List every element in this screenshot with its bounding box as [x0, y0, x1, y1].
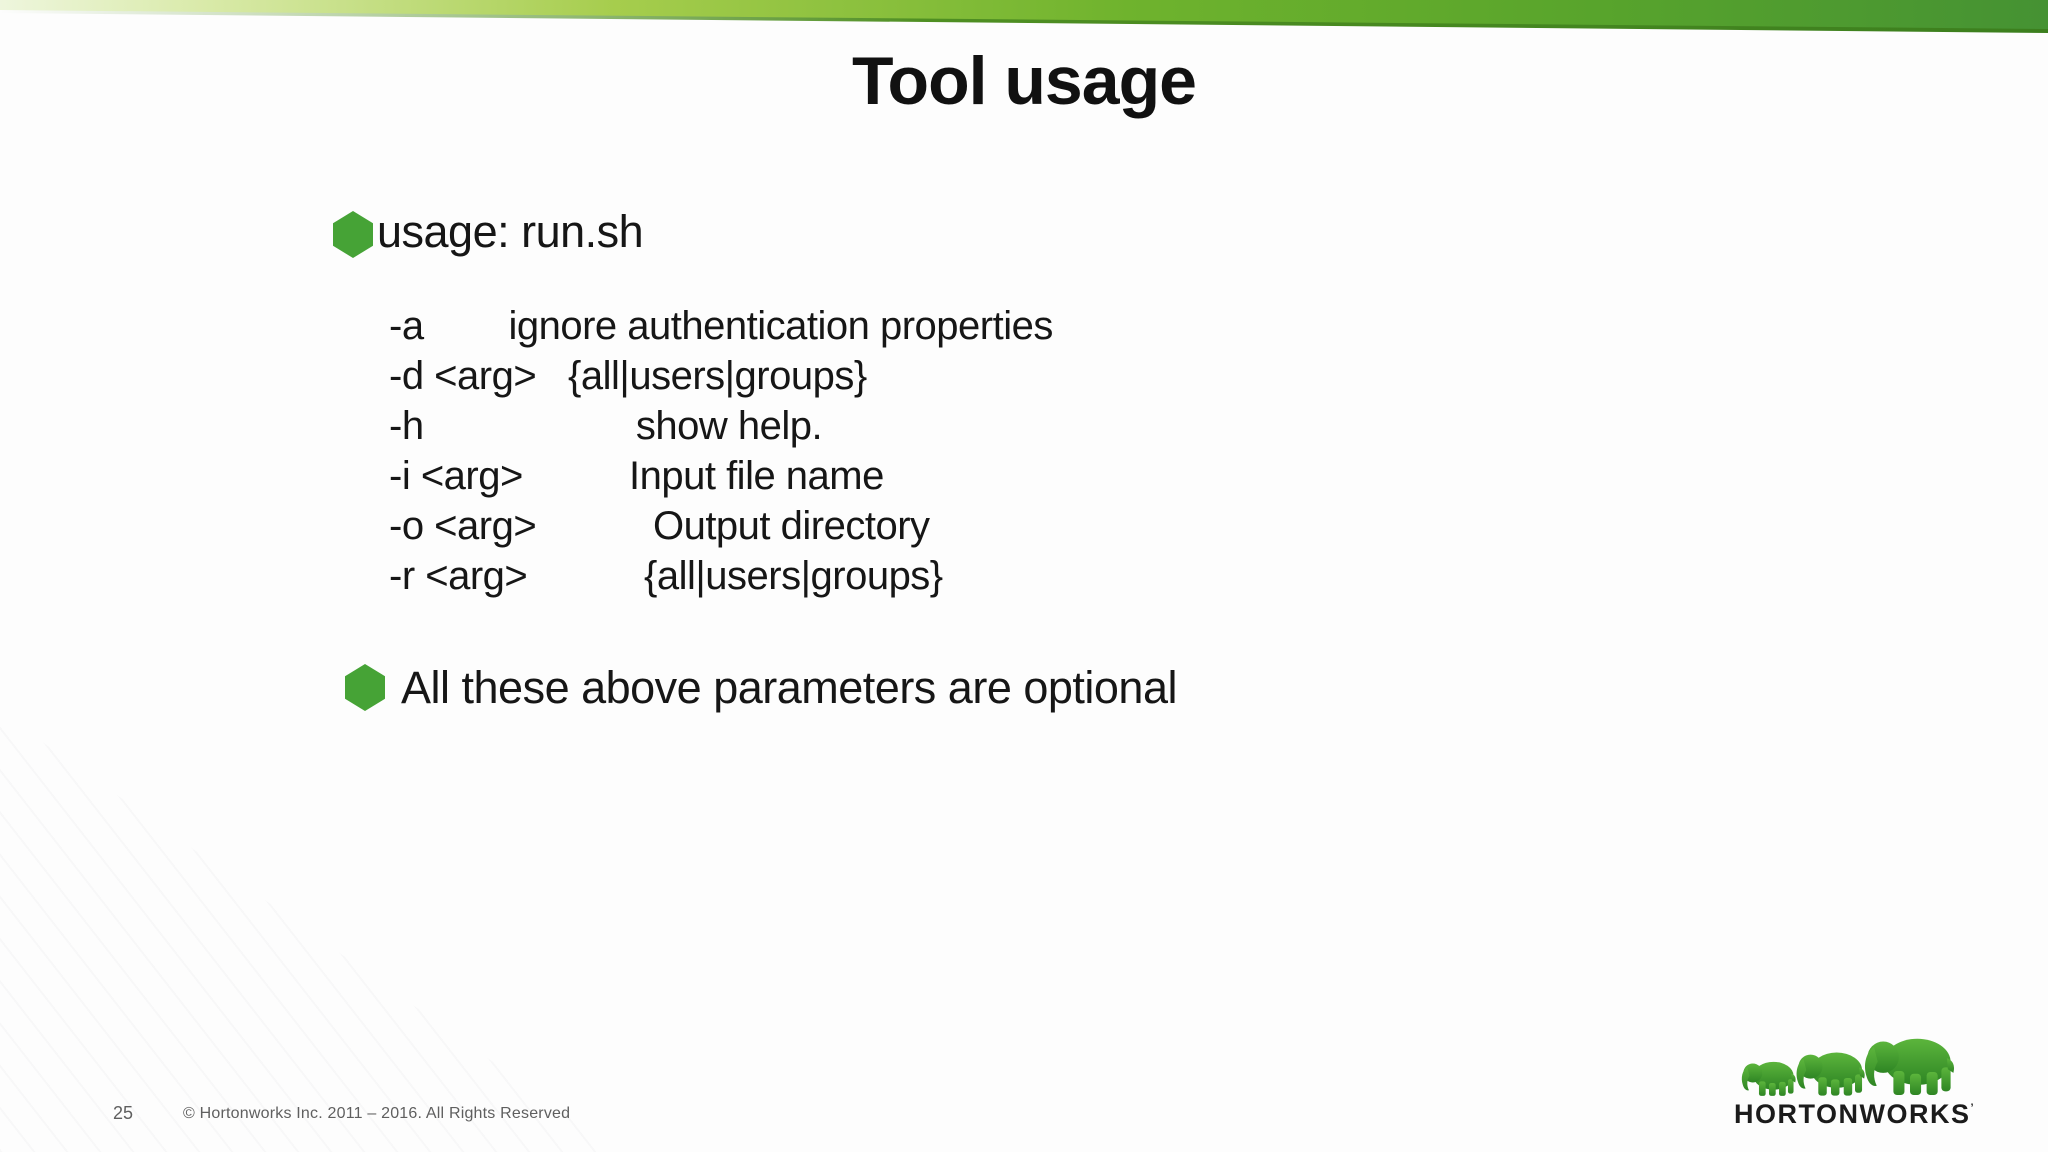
tool-options-list: -a ignore authentication properties -d <… — [389, 301, 1053, 601]
option-line-h: -h show help. — [389, 404, 823, 448]
option-line-a: -a ignore authentication properties — [389, 304, 1053, 348]
hexagon-bullet-icon — [345, 664, 385, 711]
hortonworks-logo-graphic: HORTONWORKS’ — [1734, 1038, 1975, 1129]
top-band — [0, 0, 2048, 29]
usage-bullet-text: usage: run.sh — [377, 206, 644, 257]
page-title: Tool usage — [852, 43, 1197, 119]
option-line-o: -o <arg> Output directory — [389, 504, 930, 548]
option-line-r: -r <arg> {all|users|groups} — [389, 554, 943, 598]
option-line-d: -d <arg> {all|users|groups} — [389, 354, 867, 398]
elephant-small-icon — [1741, 1061, 1796, 1096]
slide-page-number: 25 — [113, 1103, 134, 1123]
diagonal-texture-decoration — [0, 712, 620, 1152]
option-line-i: -i <arg> Input file name — [389, 454, 884, 498]
note-bullet-text: All these above parameters are optional — [401, 662, 1177, 713]
elephant-large-icon — [1865, 1038, 1955, 1096]
hortonworks-logo: HORTONWORKS’ — [1732, 1033, 1982, 1133]
elephant-medium-icon — [1796, 1052, 1865, 1096]
hortonworks-wordmark: HORTONWORKS’ — [1734, 1099, 1975, 1129]
hexagon-bullet-icon — [333, 211, 373, 258]
copyright-text: © Hortonworks Inc. 2011 – 2016. All Righ… — [183, 1105, 571, 1122]
